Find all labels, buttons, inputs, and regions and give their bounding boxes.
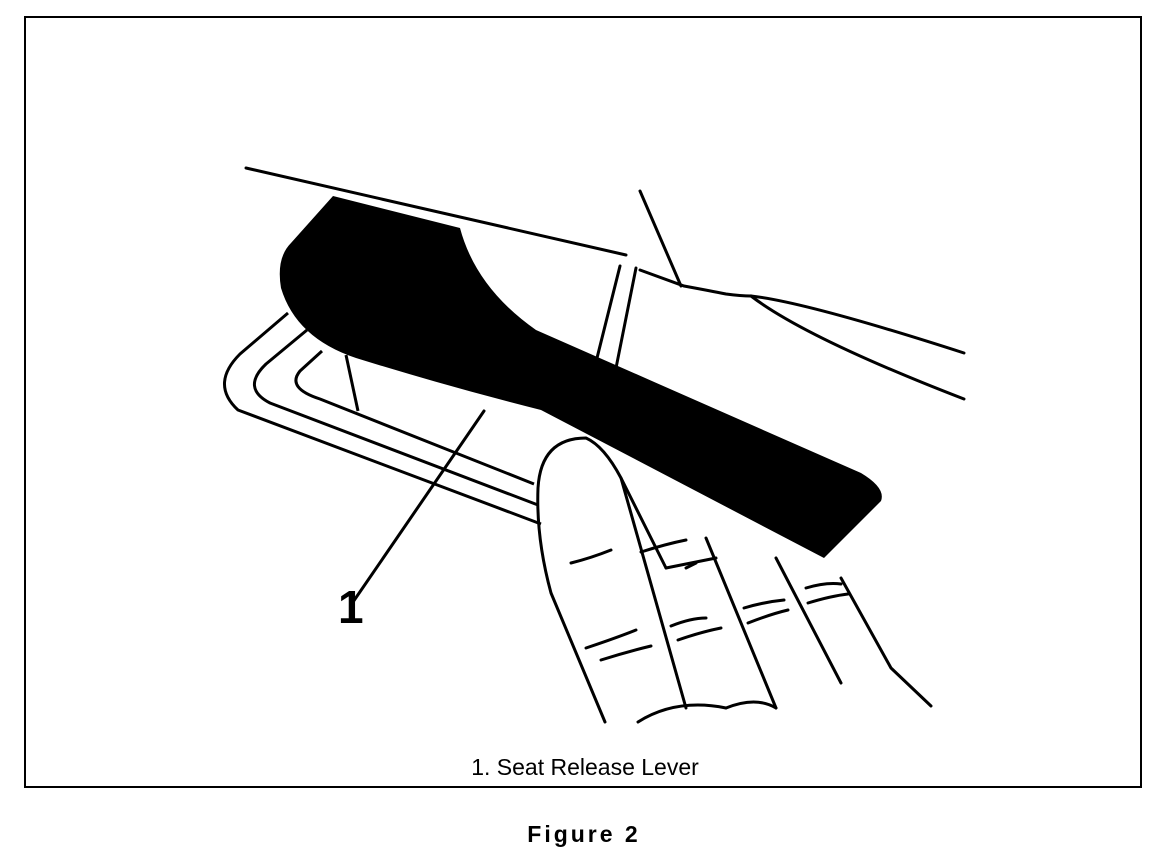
- seat-release-lever: [279, 196, 882, 558]
- lever-recess: [223, 311, 542, 526]
- seat-release-lever-illustration: [223, 166, 966, 724]
- figure-caption: 1. Seat Release Lever: [471, 754, 699, 780]
- callout-leader: [351, 409, 486, 604]
- figure-frame: 1 1. Seat Release Lever: [24, 16, 1142, 788]
- hand: [536, 436, 933, 724]
- figure-title: Figure 2: [527, 821, 641, 847]
- seat-edge: [244, 166, 628, 257]
- seat-trim: [594, 189, 966, 401]
- callout-number: 1: [338, 581, 364, 633]
